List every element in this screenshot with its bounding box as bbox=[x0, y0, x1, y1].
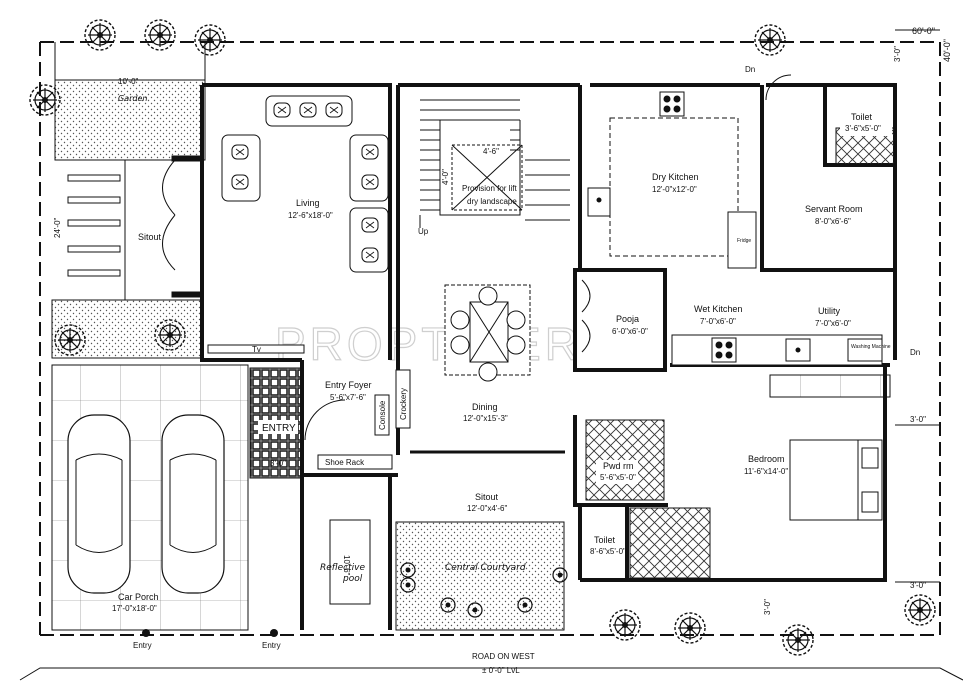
bedroom-label: Bedroom bbox=[748, 454, 785, 464]
road-edge bbox=[19, 667, 963, 681]
dry-kitchen-fixtures bbox=[587, 91, 757, 269]
dining-dim: 12'-0"x15'-3" bbox=[463, 414, 508, 423]
pool-line2: pool bbox=[342, 574, 363, 584]
entry-label: ENTRY bbox=[262, 423, 296, 434]
dining-table bbox=[444, 284, 531, 382]
crockery-unit bbox=[395, 369, 411, 429]
pooja-label: Pooja bbox=[616, 314, 639, 324]
stair-up-label: Up bbox=[418, 227, 429, 236]
sitout-mid-dim: 12'-0"x4'-6" bbox=[467, 504, 507, 513]
car-1 bbox=[67, 414, 131, 594]
shoe-rack bbox=[317, 454, 393, 470]
fridge-label: Fridge bbox=[737, 238, 751, 244]
tv-unit bbox=[207, 344, 305, 354]
entry-markers bbox=[142, 629, 278, 637]
bedroom-wardrobe bbox=[769, 374, 891, 398]
wet-kitchen-dim: 7'-0"x6'-0" bbox=[700, 317, 736, 326]
car-porch-label: Car Porch bbox=[118, 592, 159, 602]
lift-line1: Provision for lift bbox=[462, 184, 517, 193]
toilet-bottom-floor bbox=[629, 507, 711, 579]
foyer-door-swing bbox=[304, 399, 346, 441]
width-total-dim: 60'-0" bbox=[912, 26, 935, 36]
bed bbox=[789, 439, 883, 521]
side-dim-top: 3'-0" bbox=[893, 46, 902, 62]
toilet-top-label: Toilet bbox=[851, 112, 873, 122]
washing-machine-label: Washing Machine bbox=[851, 344, 891, 350]
shoe-rack-label: Shoe Rack bbox=[325, 458, 365, 467]
toilet-bottom-label: Toilet bbox=[594, 535, 616, 545]
pwd-label: Pwd rm bbox=[603, 461, 634, 471]
watermark: PROPTIGER bbox=[275, 318, 582, 370]
wet-kitchen-counter bbox=[671, 334, 883, 366]
utility-dim: 7'-0"x6'-0" bbox=[815, 319, 851, 328]
pool-dim: 10'-6" bbox=[342, 555, 351, 576]
sitout-left bbox=[67, 155, 203, 300]
road-level: ± 0'-0" LvL bbox=[482, 666, 520, 675]
utility-label: Utility bbox=[818, 306, 840, 316]
lift-line2: dry landscape bbox=[467, 197, 517, 206]
side-dim-bottom: 3'-0" bbox=[910, 581, 926, 590]
living-label: Living bbox=[296, 198, 320, 208]
living-furniture bbox=[221, 95, 389, 273]
tv-label: Tv bbox=[252, 345, 261, 354]
pool-line1: Reflective bbox=[320, 563, 365, 573]
pooja-dim: 6'-0"x6'-0" bbox=[612, 327, 648, 336]
entry-foyer-label: Entry Foyer bbox=[325, 380, 372, 390]
garden-area: 10'-0" Garden bbox=[54, 42, 206, 161]
sitout-left-label: Sitout bbox=[138, 232, 162, 242]
dn-top-label: Dn bbox=[745, 65, 755, 74]
steps-dim: 3'-0" bbox=[270, 459, 286, 468]
right-dimensions bbox=[895, 29, 940, 583]
console-unit bbox=[374, 394, 390, 436]
dry-kitchen-label: Dry Kitchen bbox=[652, 172, 699, 182]
entry-2-label: Entry bbox=[262, 641, 281, 650]
car-2 bbox=[161, 414, 225, 594]
car-porch: Car Porch 17'-0"x18'-0" bbox=[51, 364, 249, 631]
entry-1-label: Entry bbox=[133, 641, 152, 650]
servant-door-swing bbox=[765, 74, 792, 101]
reflective-pool bbox=[329, 519, 371, 605]
central-courtyard bbox=[395, 521, 565, 631]
entry-foyer-dim: 5'-6"x7'-6" bbox=[330, 393, 366, 402]
toilet-bottom-dim: 8'-6"x5'-0" bbox=[590, 547, 626, 556]
pwd-dim: 5'-6"x5'-0" bbox=[600, 473, 636, 482]
dn-right-label: Dn bbox=[910, 348, 920, 357]
staircase bbox=[419, 99, 570, 228]
lift-height-dim: 4'-0" bbox=[441, 169, 450, 185]
servant-room-dim: 8'-0"x6'-6" bbox=[815, 217, 851, 226]
garden-label: Garden bbox=[118, 94, 147, 103]
console-label: Console bbox=[378, 400, 387, 430]
car-porch-dim: 17'-0"x18'-0" bbox=[112, 604, 157, 613]
road-label: ROAD ON WEST bbox=[472, 652, 535, 661]
sitout-mid-label: Sitout bbox=[475, 492, 499, 502]
bedroom-dim: 11'-6"x14'-0" bbox=[744, 467, 788, 476]
side-dim-mid: 3'-0" bbox=[910, 415, 926, 424]
porch-depth-dim: 24'-0" bbox=[53, 217, 62, 238]
living-dim: 12'-6"x18'-0" bbox=[288, 211, 333, 220]
servant-room-label: Servant Room bbox=[805, 204, 863, 214]
wet-kitchen-label: Wet Kitchen bbox=[694, 304, 742, 314]
gate-dim: 3'-0" bbox=[763, 599, 772, 615]
crockery-label: Crockery bbox=[399, 388, 408, 420]
courtyard-label: Central Courtyard bbox=[445, 563, 526, 573]
toilet-top-dim: 3'-6"x5'-0" bbox=[845, 124, 881, 133]
pooja-room bbox=[581, 279, 591, 353]
lift-width-dim: 4'-6" bbox=[483, 147, 499, 156]
depth-total-dim: 40'-0" bbox=[942, 39, 952, 62]
dry-kitchen-dim: 12'-0"x12'-0" bbox=[652, 185, 697, 194]
garden-dim: 10'-0" bbox=[118, 77, 139, 86]
dining-label: Dining bbox=[472, 402, 498, 412]
